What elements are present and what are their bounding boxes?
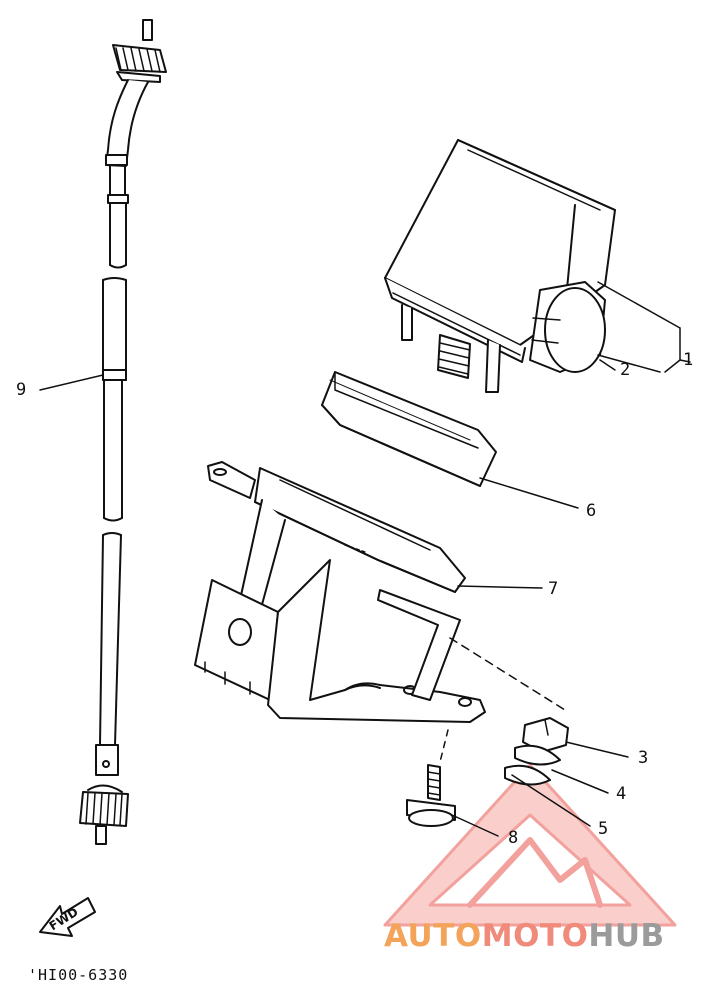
part-code: 'HI00-6330: [28, 966, 129, 984]
callout-8: 8: [508, 828, 519, 848]
fwd-arrow-icon: [39, 897, 96, 937]
meter-cushion: [321, 371, 497, 487]
callout-7: 7: [548, 579, 559, 599]
watermark-part2: MOTO: [481, 918, 589, 954]
callout-6: 6: [586, 501, 597, 521]
leader-lines: [39, 281, 691, 837]
watermark-text: AUTOMOTOHUB: [384, 918, 665, 954]
watermark-logo: [383, 763, 677, 927]
meter-bracket: [194, 461, 566, 763]
callout-4: 4: [616, 784, 627, 804]
nut-and-washers: [504, 717, 569, 786]
watermark-part3: HUB: [588, 918, 665, 954]
callout-9: 9: [16, 380, 27, 400]
watermark-part1: AUTO: [384, 918, 482, 954]
meter-assembly: [384, 139, 616, 393]
callout-1: 1: [683, 350, 694, 370]
speedometer-cable: [79, 19, 167, 845]
callout-2: 2: [620, 360, 631, 380]
callout-5: 5: [598, 819, 609, 839]
bolt: [406, 764, 456, 827]
callout-3: 3: [638, 748, 649, 768]
